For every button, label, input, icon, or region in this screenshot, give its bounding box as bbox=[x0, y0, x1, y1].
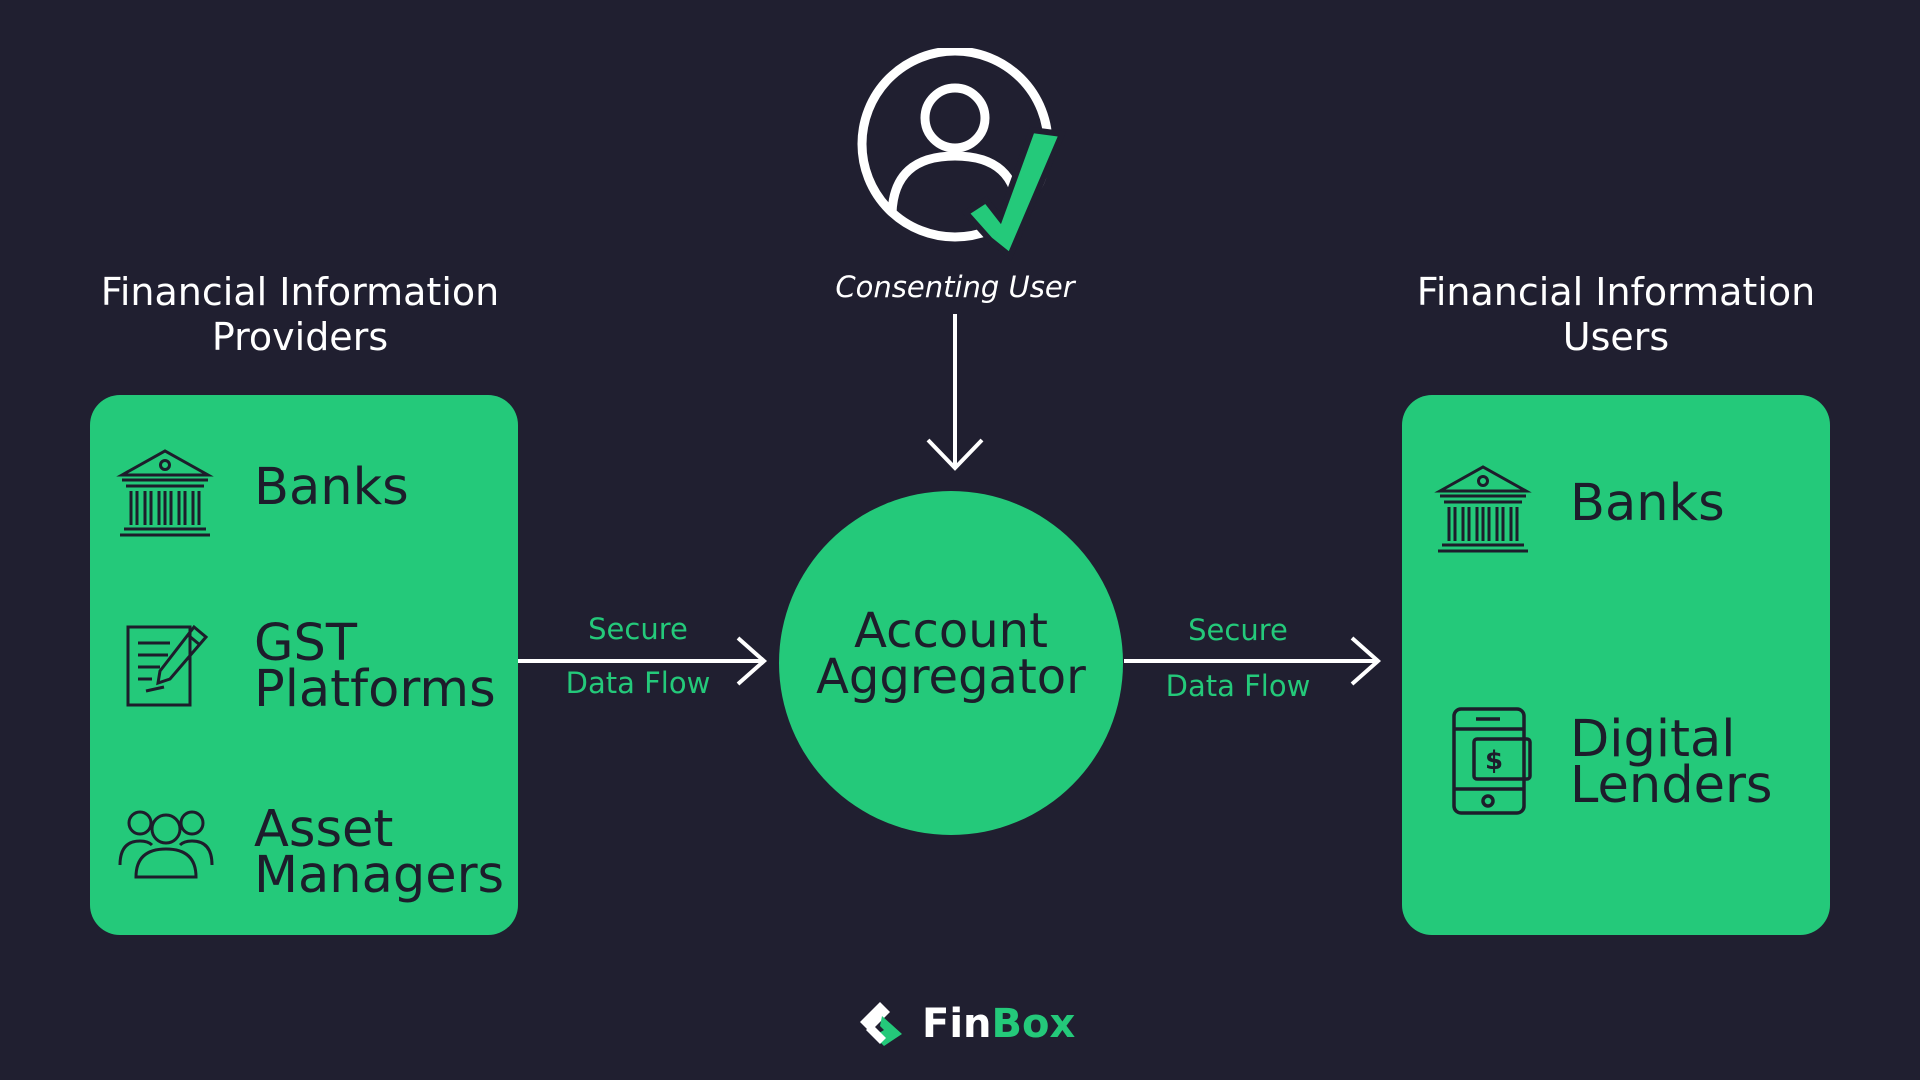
right-flow-label-bottom: Data Flow bbox=[1165, 669, 1311, 703]
consenting-user-label: Consenting User bbox=[835, 270, 1075, 304]
document-pen-icon bbox=[124, 621, 214, 709]
account-aggregator-circle: Account Aggregator bbox=[779, 491, 1123, 835]
user-banks-label: Banks bbox=[1570, 474, 1725, 533]
provider-gst-label: GST Platforms bbox=[254, 614, 496, 719]
provider-banks-label: Banks bbox=[254, 458, 409, 517]
right-flow-arrow bbox=[1124, 636, 1382, 686]
aggregator-title: Account Aggregator bbox=[816, 603, 1086, 705]
down-arrow bbox=[926, 314, 984, 471]
left-flow-arrow bbox=[518, 636, 768, 686]
mobile-payment-icon: $ bbox=[1450, 705, 1534, 817]
bank-icon bbox=[1434, 463, 1532, 559]
bank-icon bbox=[116, 447, 214, 543]
provider-asset-label: Asset Managers bbox=[254, 800, 505, 905]
people-group-icon bbox=[116, 807, 216, 881]
right-flow-label-top: Secure bbox=[1188, 613, 1288, 647]
users-heading-line1: Financial Information bbox=[1416, 270, 1816, 314]
users-heading: Financial Information Users bbox=[1386, 270, 1846, 360]
finbox-logo-icon bbox=[860, 1002, 902, 1046]
user-check-icon bbox=[850, 48, 1100, 263]
providers-panel: Banks GST Platforms Asset Managers bbox=[90, 395, 518, 935]
users-heading-line2: Users bbox=[1562, 315, 1670, 359]
brand-name-box: Box bbox=[991, 1001, 1076, 1047]
left-flow-label-top: Secure bbox=[588, 612, 688, 646]
brand-name: FinBox bbox=[922, 1001, 1075, 1047]
providers-heading: Financial Information Providers bbox=[70, 270, 530, 360]
user-lenders-label: Digital Lenders bbox=[1570, 710, 1773, 815]
providers-heading-line2: Providers bbox=[211, 315, 389, 359]
providers-heading-line1: Financial Information bbox=[100, 270, 500, 314]
users-panel: Banks $ Digital Lenders bbox=[1402, 395, 1830, 935]
left-flow-label-bottom: Data Flow bbox=[565, 666, 711, 700]
svg-text:$: $ bbox=[1485, 746, 1503, 776]
brand-name-fin: Fin bbox=[922, 1001, 992, 1047]
finbox-brand: FinBox bbox=[856, 1000, 1075, 1048]
